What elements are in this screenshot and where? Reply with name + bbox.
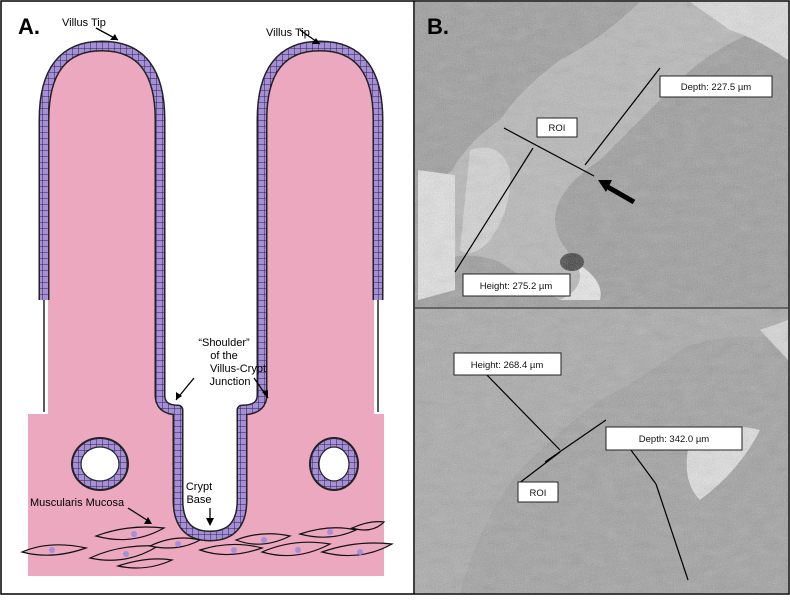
panel-a-diagram: Villus Tip Villus Tip “Shoulder” of the …	[20, 17, 394, 576]
bottom-measurement-lines	[483, 371, 689, 581]
crypt-cross-section-left	[71, 437, 129, 491]
arrow-heads	[110, 34, 320, 526]
top-arrow	[598, 180, 636, 205]
svg-text:Depth: 227.5 µm: Depth: 227.5 µm	[681, 82, 752, 93]
panel-b-label: B.	[427, 14, 449, 39]
svg-text:Height: 268.4 µm: Height: 268.4 µm	[471, 360, 544, 371]
svg-text:ROI: ROI	[530, 488, 547, 499]
muscularis-nuclei	[49, 529, 363, 557]
bottom-roi-box: ROI	[517, 481, 559, 503]
right-villus	[240, 50, 374, 415]
top-measurement-lines	[454, 67, 661, 273]
svg-text:ROI: ROI	[549, 123, 566, 134]
crypt-lumen	[180, 412, 240, 532]
top-roi-box: ROI	[536, 117, 578, 138]
micrograph-top	[415, 2, 788, 307]
panel-b-micrographs: ROI Depth: 227.5 µm Height: 275.2 µm Hei…	[415, 2, 788, 593]
label-muscularis-mucosa: Muscularis Mucosa	[30, 497, 125, 509]
svg-text:Height: 275.2 µm: Height: 275.2 µm	[480, 281, 553, 292]
label-crypt-1: Crypt	[186, 481, 212, 493]
crypt-cross-section-right	[309, 437, 359, 491]
epithelium-cells	[40, 42, 382, 540]
svg-text:Depth: 342.0 µm: Depth: 342.0 µm	[639, 434, 710, 445]
top-depth-box: Depth: 227.5 µm	[659, 75, 773, 98]
label-shoulder-3: Villus-Crypt	[210, 363, 266, 375]
bottom-height-box: Height: 268.4 µm	[453, 352, 562, 376]
label-shoulder-2: of the	[210, 350, 238, 362]
panel-a-label: A.	[18, 14, 40, 39]
label-villus-tip-right: Villus Tip	[266, 27, 310, 39]
label-shoulder-1: “Shoulder”	[198, 337, 250, 349]
label-villus-tip-left: Villus Tip	[62, 17, 106, 29]
micrograph-bottom	[415, 309, 788, 593]
bottom-depth-box: Depth: 342.0 µm	[605, 426, 743, 451]
top-height-box: Height: 275.2 µm	[462, 273, 571, 297]
label-crypt-2: Base	[186, 494, 211, 506]
label-shoulder-4: Junction	[210, 376, 251, 388]
left-villus	[48, 50, 178, 415]
